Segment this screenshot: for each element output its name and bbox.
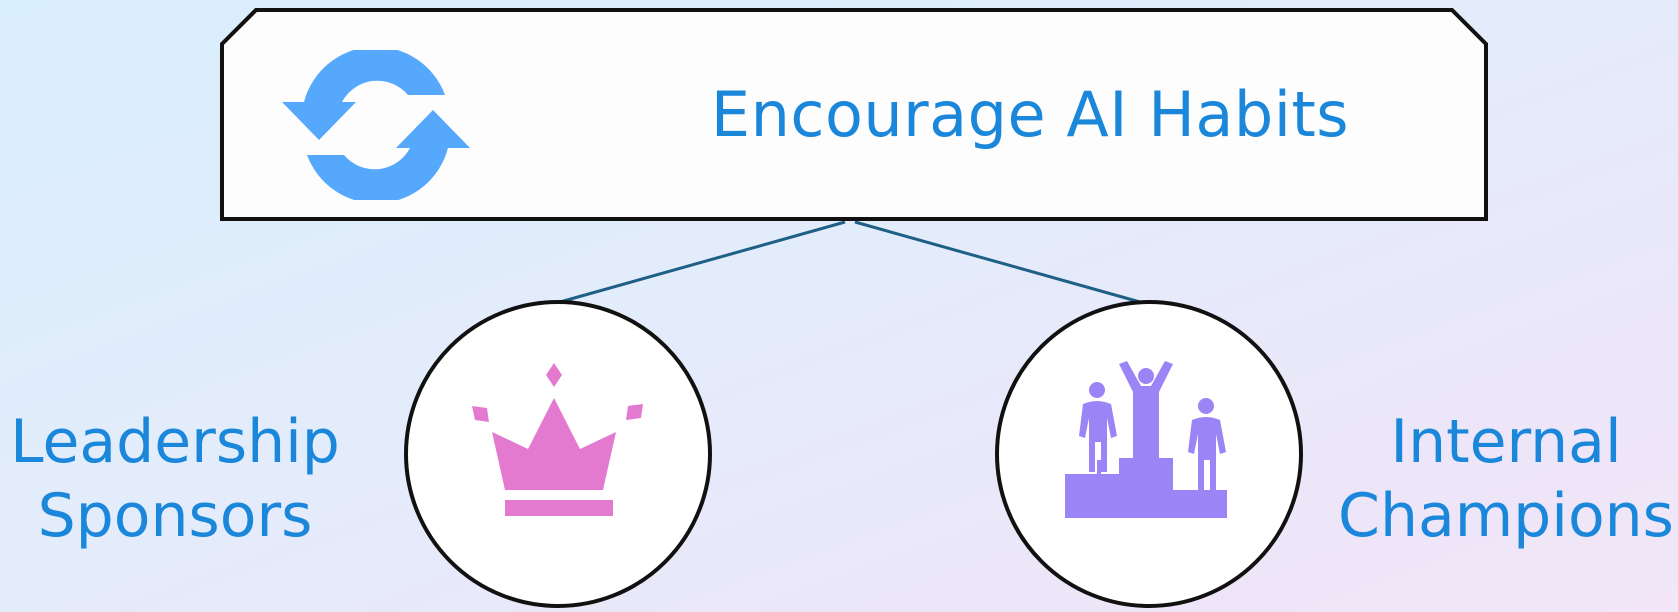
connector-left: [559, 220, 846, 304]
champions-label-line2: Champions: [1338, 481, 1674, 551]
root-title: Encourage AI Habits: [710, 78, 1350, 151]
champions-label-line1: Internal: [1390, 407, 1622, 477]
crown-icon: [472, 363, 643, 516]
sync-icon: [282, 50, 470, 200]
root-node: Encourage AI Habits: [220, 8, 1488, 221]
champions-label: Internal Champions: [1338, 405, 1674, 553]
podium-icon: [1065, 361, 1227, 518]
root-node-frame: [220, 8, 1488, 221]
leadership-node: [404, 300, 712, 608]
leadership-label: Leadership Sponsors: [10, 405, 340, 553]
champions-node: [995, 300, 1303, 608]
connector-right: [854, 220, 1141, 304]
leadership-label-line2: Sponsors: [37, 481, 313, 551]
leadership-label-line1: Leadership: [10, 407, 340, 477]
